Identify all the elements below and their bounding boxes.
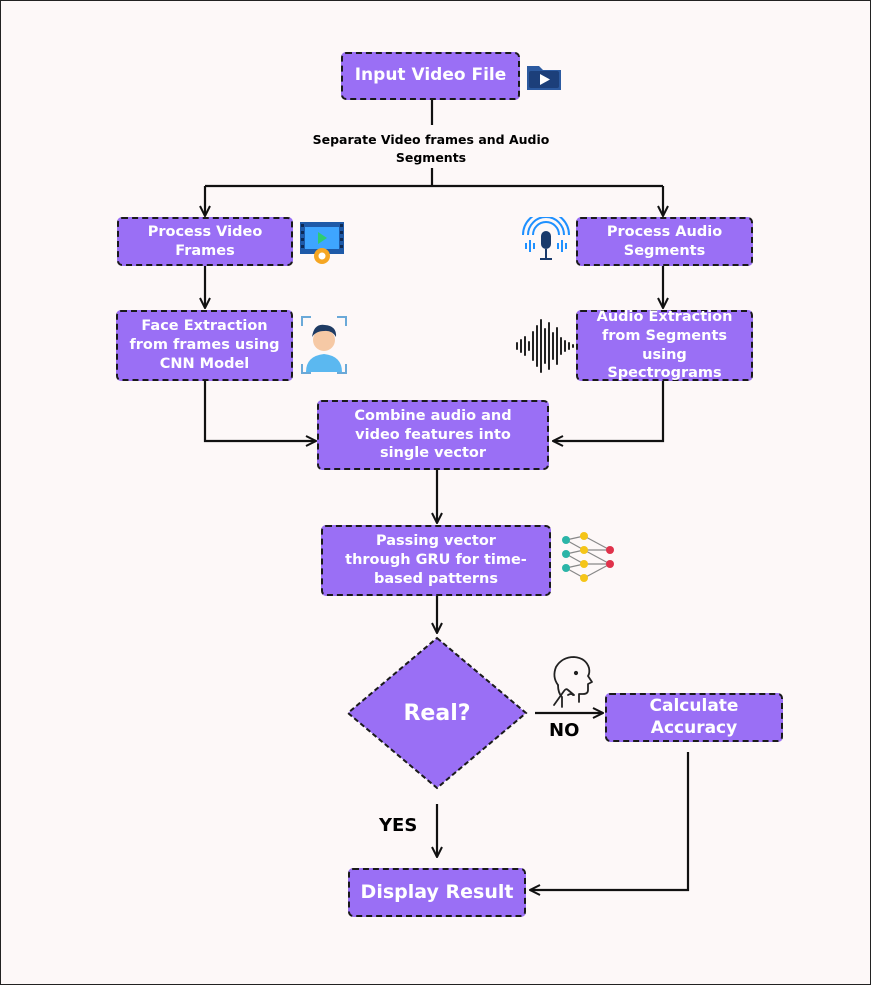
neural-network-icon	[562, 532, 614, 582]
face-scan-icon	[301, 316, 347, 374]
edge-audio-combine	[553, 381, 665, 441]
edge-accuracy-display	[530, 752, 690, 890]
edge-face-combine	[203, 381, 316, 441]
node-gru-pass: Passing vector through GRU for time-base…	[321, 525, 551, 596]
video-folder-icon	[527, 66, 561, 90]
node-process-video-frames: Process Video Frames	[117, 217, 293, 266]
node-input-video-file: Input Video File	[341, 52, 520, 100]
node-decision-diamond	[346, 636, 528, 790]
no-label: NO	[549, 720, 580, 741]
node-calculate-accuracy: Calculate Accuracy	[605, 693, 783, 742]
video-film-icon	[300, 222, 344, 264]
decision-label: Real?	[403, 700, 471, 726]
yes-label: YES	[379, 815, 418, 836]
thinking-head-icon	[553, 656, 593, 708]
node-display-result: Display Result	[348, 868, 526, 917]
microphone-icon	[522, 217, 570, 260]
node-combine-features: Combine audio and video features into si…	[317, 400, 549, 470]
split-label: Separate Video frames and Audio Segments	[312, 132, 550, 166]
node-face-extraction: Face Extraction from frames using CNN Mo…	[116, 310, 293, 381]
node-audio-extraction: Audio Extraction from Segments using Spe…	[576, 309, 753, 381]
sound-wave-icon	[516, 319, 574, 373]
node-process-audio-segments: Process Audio Segments	[576, 217, 753, 266]
